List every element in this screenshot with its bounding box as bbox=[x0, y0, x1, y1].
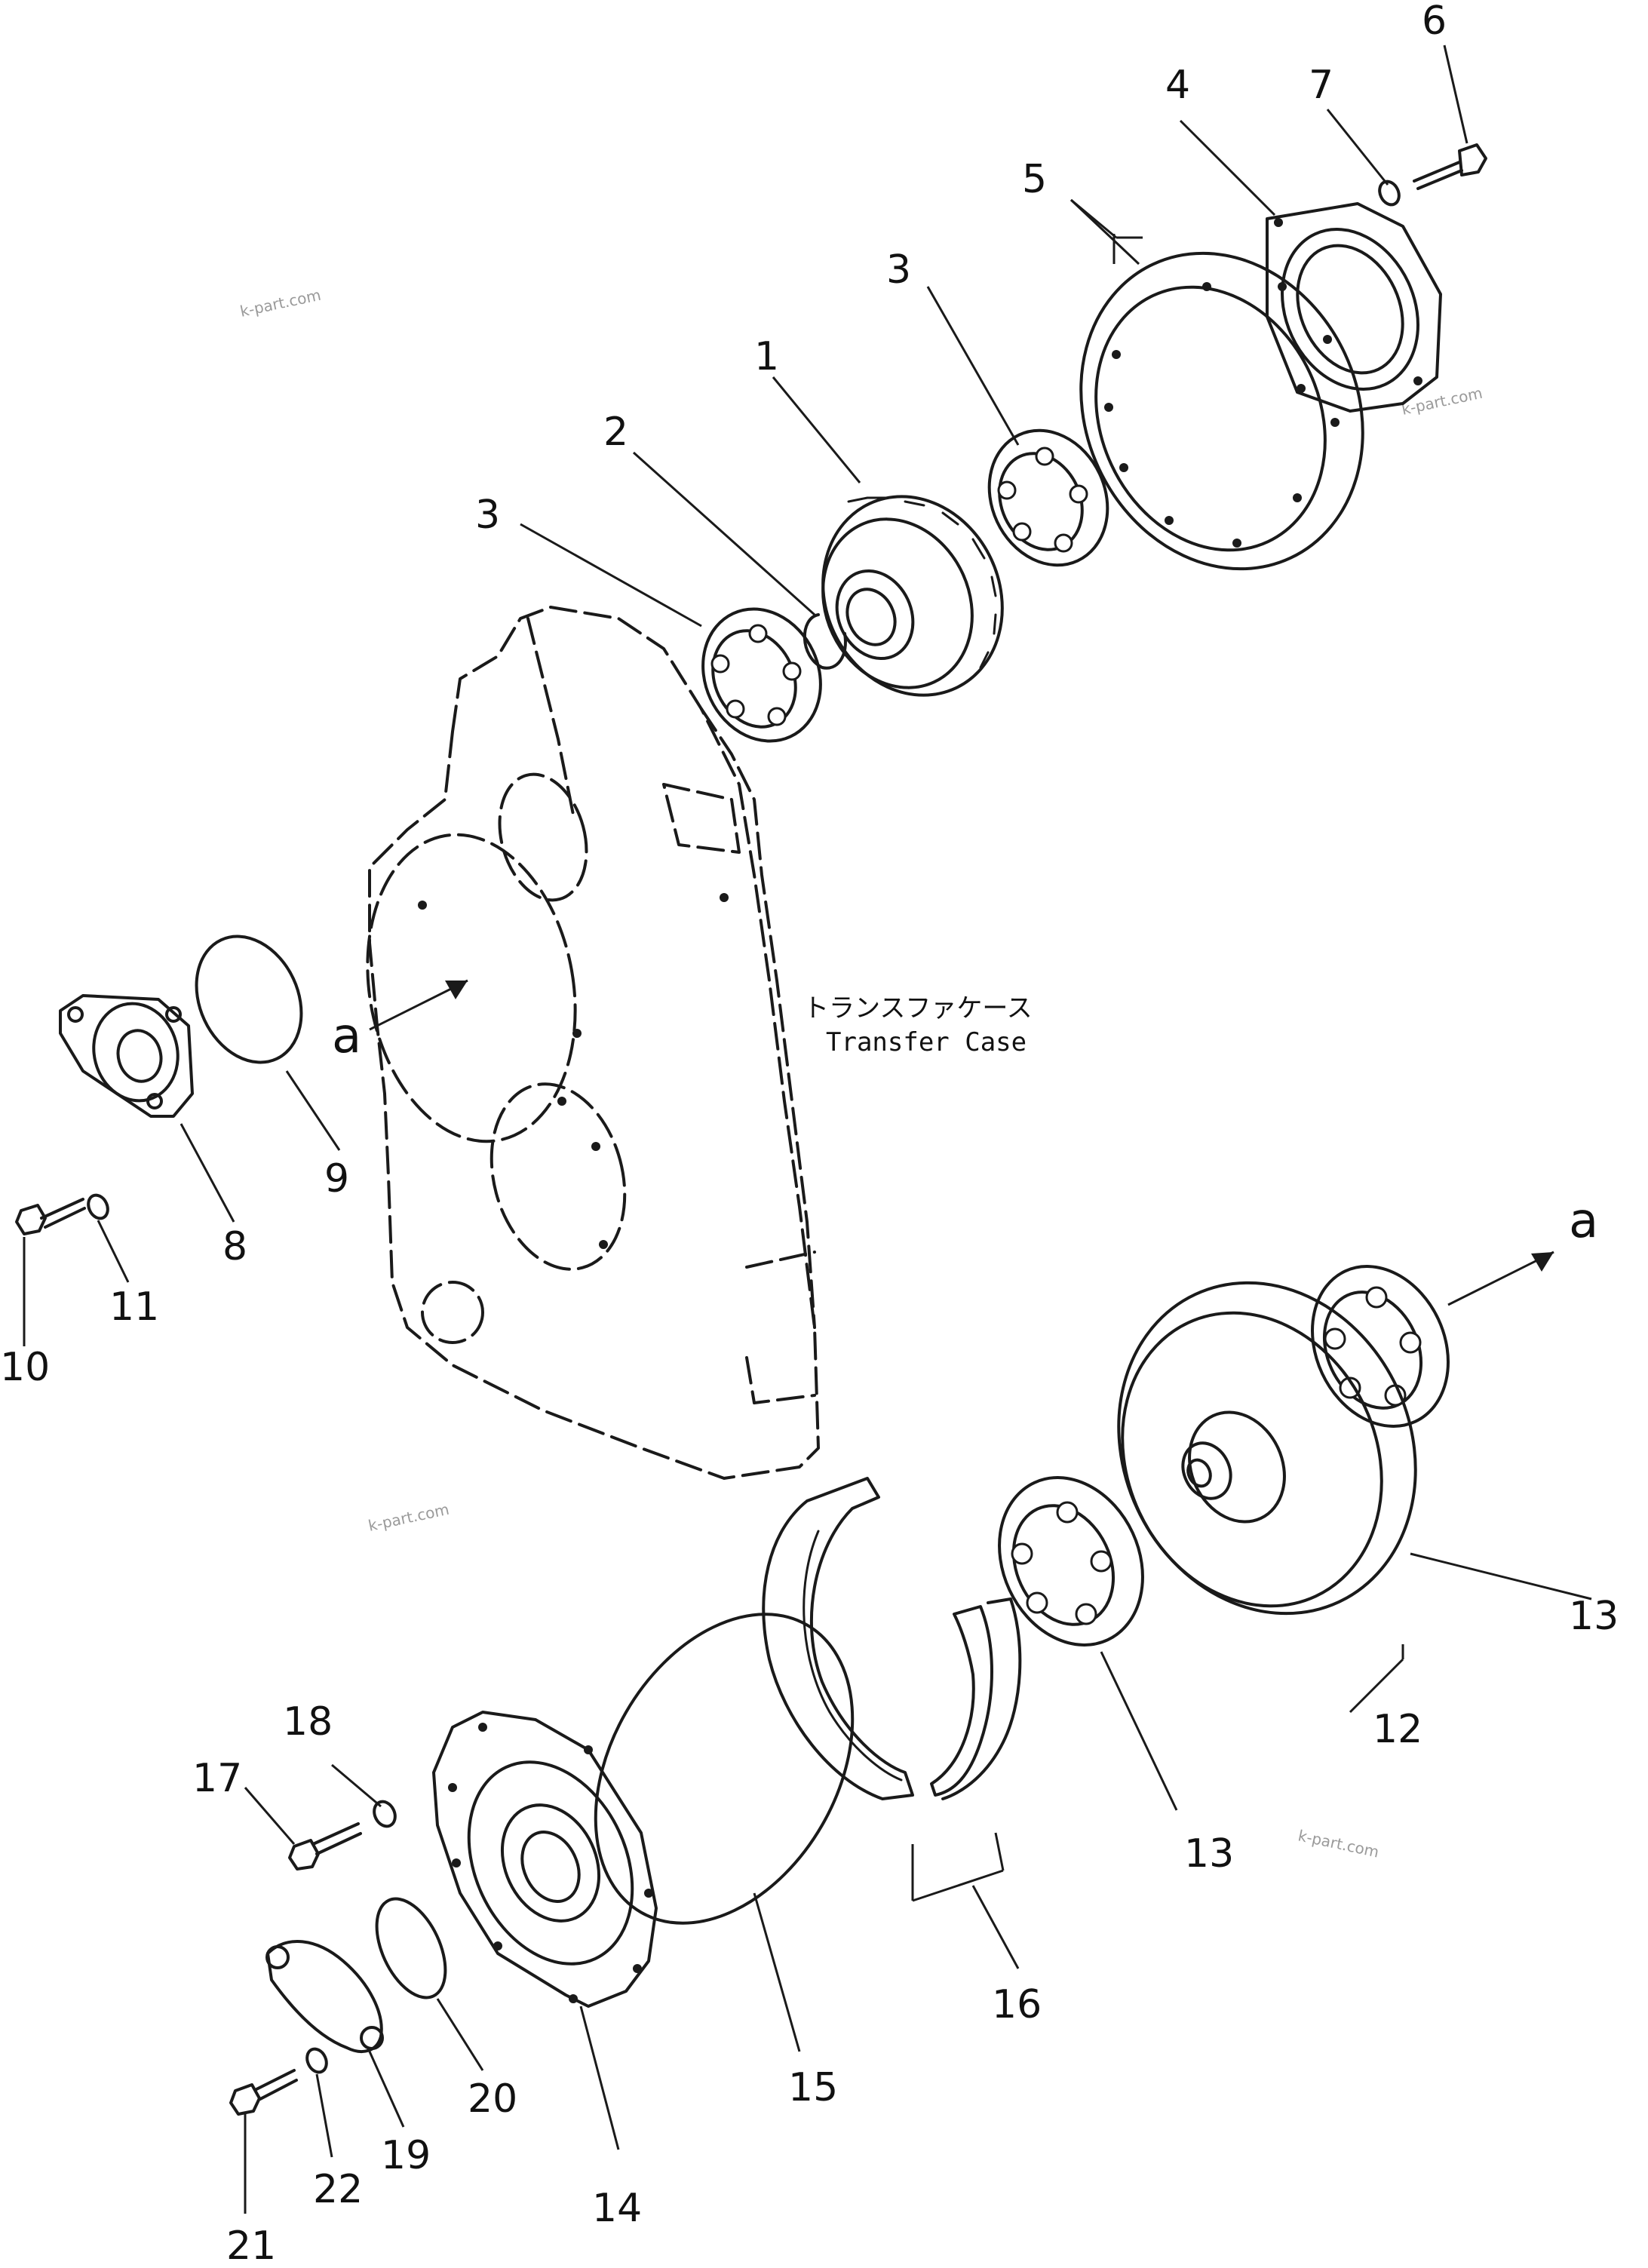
o-ring-15 bbox=[594, 1613, 855, 1925]
case-label-english: Transfer Case bbox=[826, 1027, 1027, 1057]
gear-shaft bbox=[821, 495, 1004, 697]
washer-18 bbox=[373, 1800, 397, 1828]
reference-arrow-a-right: a bbox=[1447, 1193, 1598, 1306]
callout-12: 12 bbox=[1373, 1707, 1422, 1752]
washer-22 bbox=[305, 2047, 328, 2074]
gasket-set bbox=[762, 1477, 1022, 1800]
callout-3-left: 3 bbox=[475, 493, 500, 538]
callout-14: 14 bbox=[592, 2186, 642, 2231]
o-ring-9 bbox=[195, 935, 303, 1064]
arrow-label: a bbox=[1569, 1193, 1598, 1249]
gear-12 bbox=[1117, 1281, 1417, 1616]
bolt-21 bbox=[229, 2069, 298, 2116]
cover-8 bbox=[59, 994, 194, 1118]
callout-3-right: 3 bbox=[886, 247, 911, 293]
callout-15: 15 bbox=[788, 2065, 838, 2110]
case-label-japanese: トランスファケース bbox=[803, 993, 1033, 1024]
ball-bearing-13b bbox=[998, 1476, 1144, 1647]
bearing-cage bbox=[1266, 202, 1442, 413]
callout-9: 9 bbox=[324, 1156, 349, 1202]
callout-19: 19 bbox=[381, 2133, 431, 2178]
callout-17: 17 bbox=[192, 1756, 242, 1801]
callout-18: 18 bbox=[283, 1699, 333, 1745]
reference-arrow-a-left: a bbox=[332, 979, 468, 1064]
cap-19 bbox=[265, 1940, 384, 2053]
callout-21: 21 bbox=[226, 2223, 276, 2268]
callout-2: 2 bbox=[603, 410, 628, 455]
watermark: k-part.com bbox=[238, 286, 323, 321]
callout-13-right: 13 bbox=[1569, 1594, 1619, 1639]
o-ring-20 bbox=[375, 1897, 447, 1999]
cover-14 bbox=[432, 1711, 658, 2008]
arrow-label: a bbox=[332, 1008, 361, 1064]
callout-20: 20 bbox=[468, 2076, 517, 2122]
washer-11 bbox=[87, 1193, 109, 1220]
bolt-17 bbox=[288, 1822, 362, 1871]
watermark: k-part.com bbox=[367, 1500, 451, 1535]
callout-13-left: 13 bbox=[1184, 1831, 1234, 1877]
ball-bearing-13a bbox=[1311, 1265, 1450, 1428]
leader-lines bbox=[23, 45, 1592, 2214]
washer-7 bbox=[1378, 180, 1401, 207]
bolt-6 bbox=[1413, 143, 1487, 190]
callout-7: 7 bbox=[1309, 63, 1333, 108]
callout-11: 11 bbox=[109, 1284, 159, 1330]
watermark: k-part.com bbox=[1297, 1826, 1381, 1861]
callout-5: 5 bbox=[1022, 157, 1047, 202]
callout-6: 6 bbox=[1422, 0, 1447, 44]
bolt-10 bbox=[15, 1198, 86, 1235]
callout-4: 4 bbox=[1165, 63, 1190, 108]
callout-1: 1 bbox=[754, 334, 779, 379]
callout-8: 8 bbox=[222, 1224, 247, 1269]
callout-16: 16 bbox=[992, 1982, 1042, 2027]
shim-set bbox=[1079, 251, 1364, 571]
watermark: k-part.com bbox=[1400, 384, 1484, 419]
callout-22: 22 bbox=[313, 2167, 363, 2212]
ball-bearing-right bbox=[987, 428, 1109, 567]
transfer-case bbox=[366, 606, 820, 1480]
callout-10: 10 bbox=[0, 1345, 50, 1390]
ball-bearing-left bbox=[701, 607, 822, 743]
